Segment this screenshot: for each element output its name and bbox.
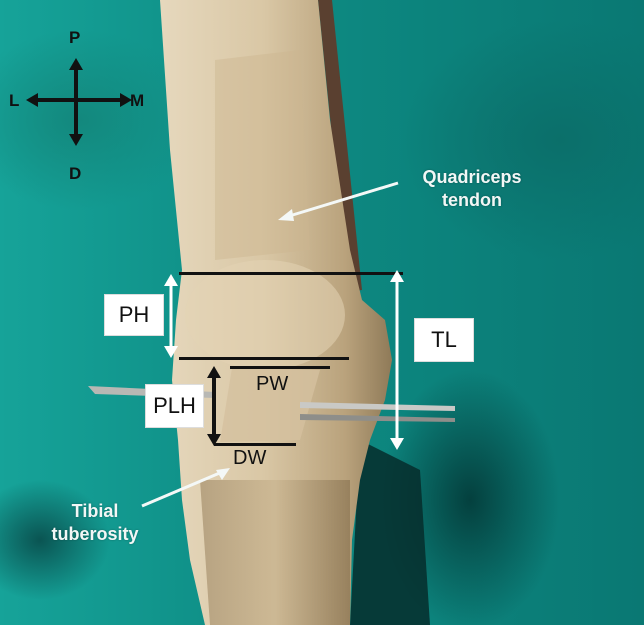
ph-arrow-icon bbox=[164, 274, 178, 358]
pw-line bbox=[230, 366, 330, 369]
plh-label: PLH bbox=[145, 384, 204, 428]
ph-bottom-line bbox=[179, 357, 349, 360]
quadriceps-arrow-icon bbox=[278, 181, 399, 221]
pw-label: PW bbox=[256, 373, 289, 395]
callout-line: tuberosity bbox=[51, 524, 139, 544]
compass-proximal-label: P bbox=[69, 28, 81, 47]
compass-medial-label: M bbox=[130, 91, 145, 110]
tl-arrow-icon bbox=[390, 270, 404, 450]
tibial-arrow-icon bbox=[141, 468, 230, 508]
callout-line: tendon bbox=[442, 190, 502, 210]
compass-arrows-icon bbox=[26, 58, 132, 146]
callout-line: Tibial bbox=[71, 501, 119, 521]
dw-line bbox=[214, 443, 296, 446]
tl-top-line bbox=[179, 272, 403, 275]
quadriceps-tendon-callout: Quadriceps tendon bbox=[402, 166, 542, 212]
compass-distal-label: D bbox=[69, 164, 82, 183]
compass-lateral-label: L bbox=[9, 91, 20, 110]
plh-arrow-icon bbox=[207, 366, 221, 446]
callout-line: Quadriceps bbox=[422, 167, 522, 187]
ph-label: PH bbox=[104, 294, 164, 336]
tibial-tuberosity-callout: Tibial tuberosity bbox=[40, 500, 150, 546]
tl-label: TL bbox=[414, 318, 474, 362]
dw-label: DW bbox=[233, 447, 267, 469]
